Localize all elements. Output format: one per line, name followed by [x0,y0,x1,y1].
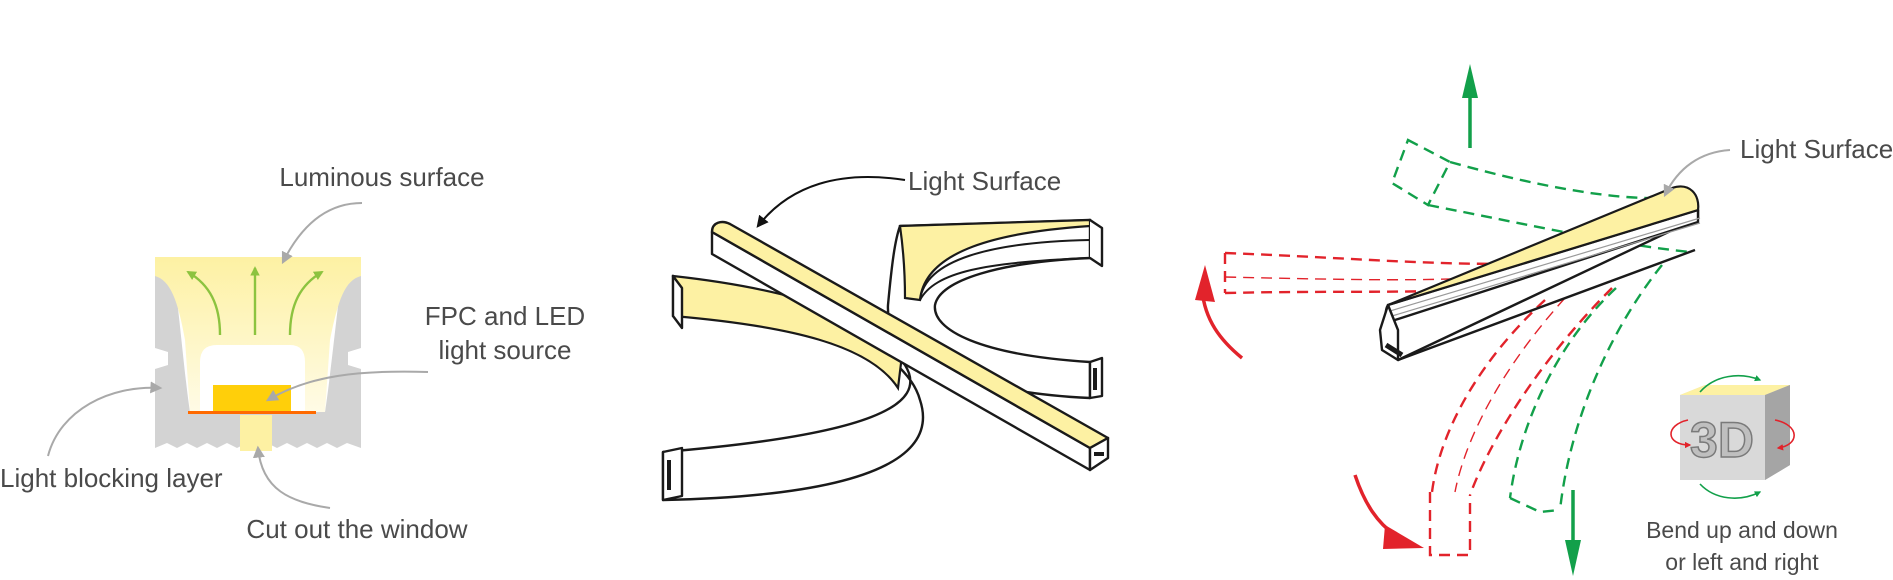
light-direction-arrows [186,266,324,336]
arrowhead-right-curve [1383,525,1424,549]
profile-housing [155,257,361,451]
light-surface-label-mid: Light Surface [908,166,1061,196]
3d-cube-icon: 3D [1670,374,1795,499]
pointer-luminous [281,202,363,265]
bend-caption-line2: or left and right [1665,549,1819,575]
arrow-left-green [186,270,222,336]
arrowhead-left-curve [1195,265,1215,302]
cross-section-panel: Luminous surface FPC and LED light sourc… [0,162,585,544]
main-bend-strip [1378,185,1701,362]
crossing-strips-panel: Light Surface [661,166,1110,502]
cut-window-label: Cut out the window [246,514,467,544]
fpc-led-label-line2: light source [439,335,572,365]
light-blocking-label: Light blocking layer [0,463,223,493]
fpc-led-label-line1: FPC and LED [425,301,585,331]
left-curved-strip [661,274,925,502]
pointer-blocking [47,381,163,457]
light-surface-label-right: Light Surface [1740,134,1893,164]
housing-outer [155,257,361,448]
window-cutout [240,415,272,451]
arrow-right-green [288,270,324,336]
3d-badge-text: 3D [1690,412,1754,468]
pointer-window [252,445,331,509]
arrowhead-up-big [1462,64,1478,98]
pointer-light-surface-right [1663,149,1731,198]
bend-view-panel: Light Surface 3D Bend up and down or lef… [1195,64,1893,576]
arrow-right-curve [1353,474,1397,537]
luminous-surface-label: Luminous surface [279,162,484,192]
pointer-light-surface-mid [756,176,906,228]
pointer-fpc [265,370,429,402]
callout-pointers [47,202,429,509]
fpc-strip [188,411,316,414]
bend-caption-line1: Bend up and down [1646,517,1838,543]
led-chip [213,385,291,411]
straight-strip [710,220,1110,472]
arrowhead-down-big [1565,540,1581,576]
